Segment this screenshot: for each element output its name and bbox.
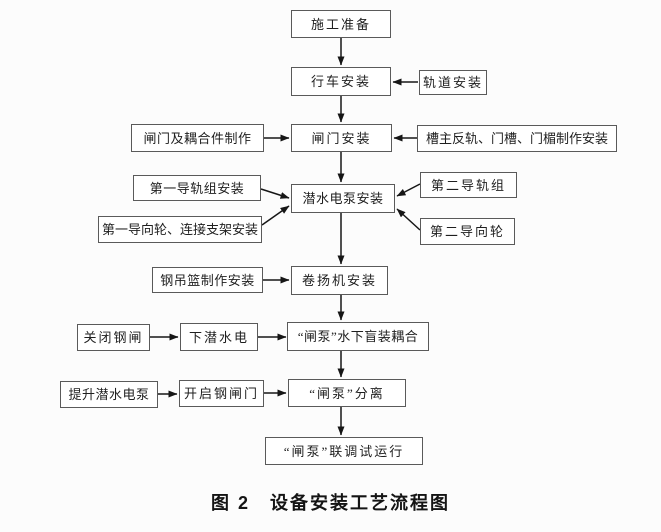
node-guide-wheel1: 第一导向轮、连接支架安装: [98, 216, 262, 243]
node-gate-coupling-fab: 闸门及耦合件制作: [131, 124, 264, 152]
node-joint-trial: “闸泵”联调试运行: [265, 437, 423, 465]
node-blind-coupling: “闸泵”水下盲装耦合: [287, 322, 429, 351]
node-track-install: 轨道安装: [419, 70, 487, 95]
node-pump-install: 潜水电泵安装: [291, 184, 395, 213]
arrow-wheel1-to-pump: [261, 205, 290, 226]
node-rail-group1: 第一导轨组安装: [133, 175, 261, 201]
node-basket-fab: 钢吊篮制作安装: [152, 267, 263, 293]
node-winch-install: 卷扬机安装: [291, 266, 388, 295]
node-rail-slot-fab: 槽主反轨、门槽、门楣制作安装: [417, 125, 617, 152]
node-lower-pump: 下潜水电: [180, 323, 258, 351]
node-separation: “闸泵”分离: [288, 379, 406, 407]
arrow-wheel2-to-pump: [396, 208, 421, 231]
node-lift-pump: 提升潜水电泵: [60, 381, 158, 408]
node-open-gate: 开启钢闸门: [179, 380, 264, 407]
node-construction-prep: 施工准备: [291, 10, 391, 38]
node-gate-install: 闸门安装: [291, 124, 392, 152]
arrow-rail1-to-pump: [260, 188, 290, 199]
arrow-rail2-to-pump: [396, 183, 421, 197]
node-guide-wheel2: 第二导向轮: [420, 218, 515, 245]
node-close-gate: 关闭钢闸: [77, 324, 150, 351]
figure-caption: 图 2 设备安装工艺流程图: [210, 493, 450, 513]
node-rail-group2: 第二导轨组: [420, 172, 517, 198]
node-crane-install: 行车安装: [291, 67, 391, 96]
